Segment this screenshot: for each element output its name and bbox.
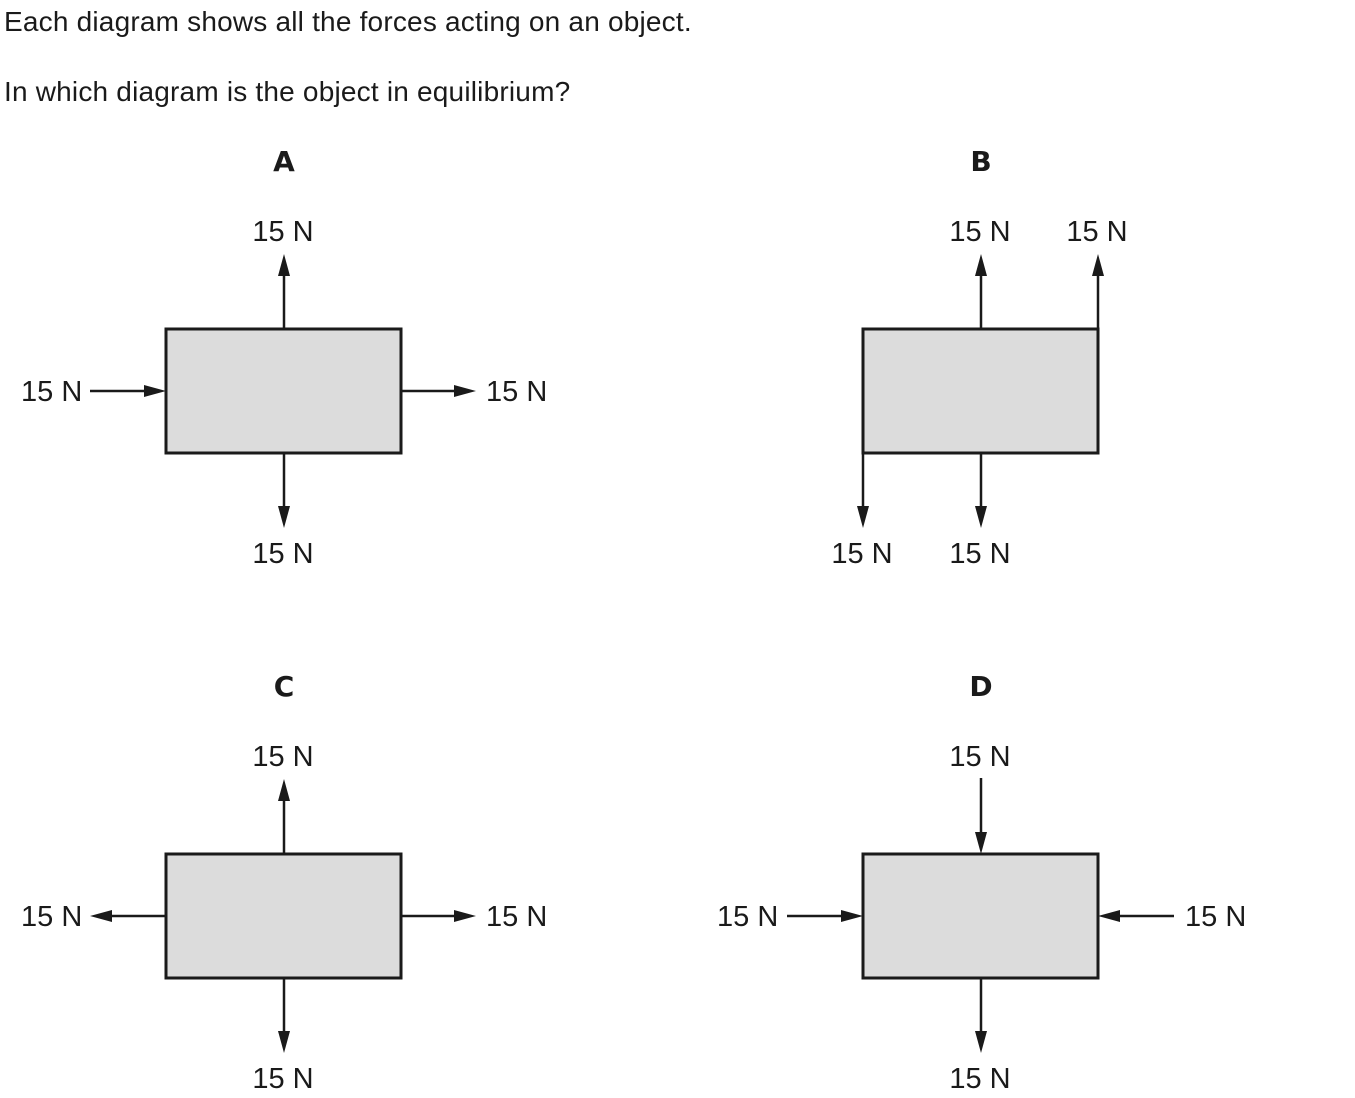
option-d-letter: D [969, 670, 992, 703]
option-a-force-down-label: 15 N [252, 538, 313, 570]
option-d-force-down-arrow [975, 978, 987, 1053]
option-c-object [164, 852, 403, 980]
option-c-letter: C [274, 670, 295, 703]
option-d[interactable]: D 15 N 15 N 15 N 15 N [717, 670, 1246, 1095]
option-a-force-right-out-arrow [401, 385, 476, 397]
option-c-force-right-label: 15 N [486, 901, 547, 933]
option-c-force-right-out-arrow [401, 910, 476, 922]
option-a[interactable]: A 15 N 15 N 15 N 15 N [21, 145, 547, 570]
option-a-force-right-label: 15 N [486, 376, 547, 408]
option-b-letter: B [970, 145, 991, 178]
option-b-force-down-centre-label: 15 N [949, 538, 1010, 570]
option-c-force-up-arrow [278, 779, 290, 854]
option-c[interactable]: C 15 N 15 N 15 N 15 N [21, 670, 547, 1095]
option-b-force-up-corner-label: 15 N [1066, 216, 1127, 248]
option-a-letter: A [273, 145, 295, 178]
option-d-force-right-label: 15 N [1185, 901, 1246, 933]
option-a-force-down-arrow [278, 453, 290, 528]
option-b-force-up-centre-label: 15 N [949, 216, 1010, 248]
option-b-force-up-corner-arrow [1092, 254, 1104, 329]
option-c-force-left-label: 15 N [21, 901, 82, 933]
question-prompt: In which diagram is the object in equili… [4, 76, 571, 107]
question-intro: Each diagram shows all the forces acting… [4, 6, 692, 37]
option-a-force-up-label: 15 N [252, 216, 313, 248]
option-b[interactable]: B 15 N 15 N 15 N 15 N [831, 145, 1127, 570]
option-c-force-down-arrow [278, 978, 290, 1053]
option-a-force-left-label: 15 N [21, 376, 82, 408]
option-d-force-top-in-arrow [975, 778, 987, 854]
option-d-force-right-in-arrow [1098, 910, 1174, 922]
option-c-force-up-label: 15 N [252, 741, 313, 773]
option-b-force-down-centre-arrow [975, 453, 987, 528]
option-b-force-down-corner-arrow [857, 453, 869, 528]
option-d-force-left-label: 15 N [717, 901, 778, 933]
option-d-object [861, 852, 1100, 980]
option-a-force-left-in-arrow [90, 385, 166, 397]
option-a-force-up-arrow [278, 254, 290, 329]
option-c-force-down-label: 15 N [252, 1063, 313, 1095]
option-d-force-left-in-arrow [787, 910, 863, 922]
option-c-force-left-out-arrow [90, 910, 166, 922]
option-a-object [164, 327, 403, 455]
option-d-force-down-label: 15 N [949, 1063, 1010, 1095]
option-b-object [861, 327, 1100, 455]
option-b-force-up-centre-arrow [975, 254, 987, 329]
option-d-force-top-label: 15 N [949, 741, 1010, 773]
option-b-force-down-corner-label: 15 N [831, 538, 892, 570]
